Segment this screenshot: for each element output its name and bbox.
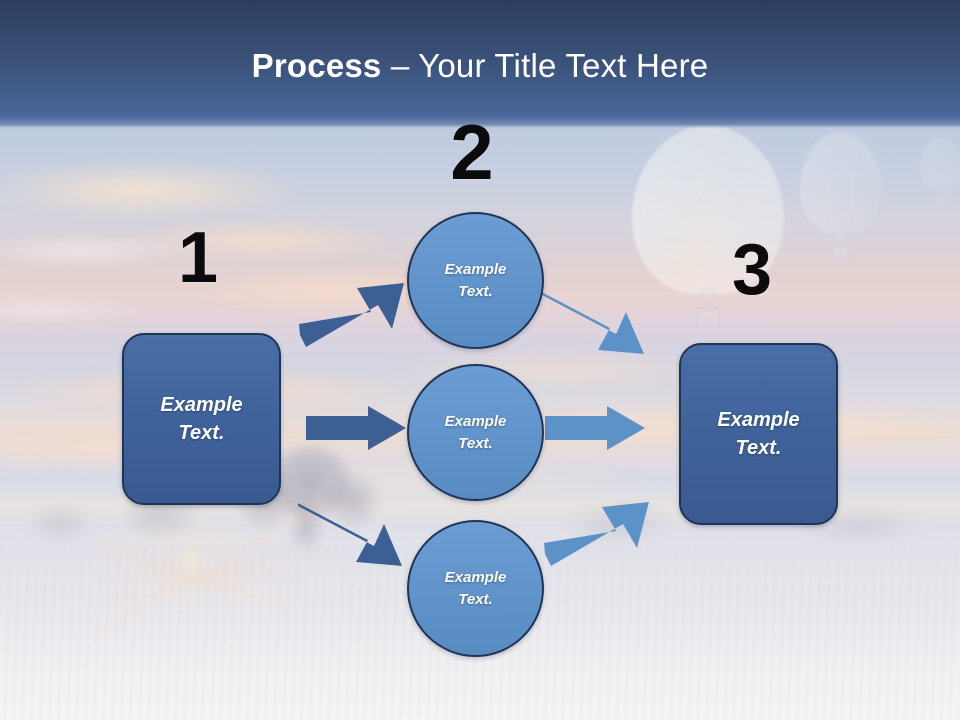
page-title-remainder: – Your Title Text Here [381, 47, 709, 84]
step-number-1: 1 [177, 218, 219, 298]
balloon-envelope [800, 132, 882, 234]
process-box-start-label: Example Text. [160, 394, 243, 444]
process-circle-bottom[interactable]: Example Text. [407, 520, 544, 657]
arrow-top-to-end [540, 291, 644, 354]
balloon-basket [936, 196, 946, 205]
process-circle-bottom-label: Example Text. [444, 568, 507, 608]
hot-air-balloon-distant-icon [920, 138, 960, 216]
balloon-basket [697, 308, 719, 327]
arrow-middle-to-end [545, 406, 645, 450]
balloon-neck [834, 228, 846, 244]
step-number-2: 2 [450, 108, 494, 196]
arrow-start-to-top [299, 283, 404, 347]
arrow-start-to-middle [306, 406, 406, 450]
page-title-emphasis: Process [251, 47, 382, 84]
process-circle-middle-label: Example Text. [444, 412, 507, 452]
process-circle-top-label: Example Text. [444, 260, 507, 300]
arrow-bottom-to-end [544, 502, 649, 566]
arrow-start-to-bottom [298, 503, 402, 566]
balloon-basket [833, 246, 849, 260]
step-number-3: 3 [731, 230, 773, 310]
process-box-end-label: Example Text. [717, 409, 800, 459]
process-circle-top[interactable]: Example Text. [407, 212, 544, 349]
page-title: Process – Your Title Text Here [0, 46, 960, 86]
slide-header-band [0, 0, 960, 128]
process-box-start[interactable]: Example Text. [122, 333, 281, 505]
hot-air-balloon-medium-icon [798, 132, 884, 277]
process-circle-middle[interactable]: Example Text. [407, 364, 544, 501]
process-box-end[interactable]: Example Text. [679, 343, 838, 525]
balloon-envelope [920, 138, 960, 190]
